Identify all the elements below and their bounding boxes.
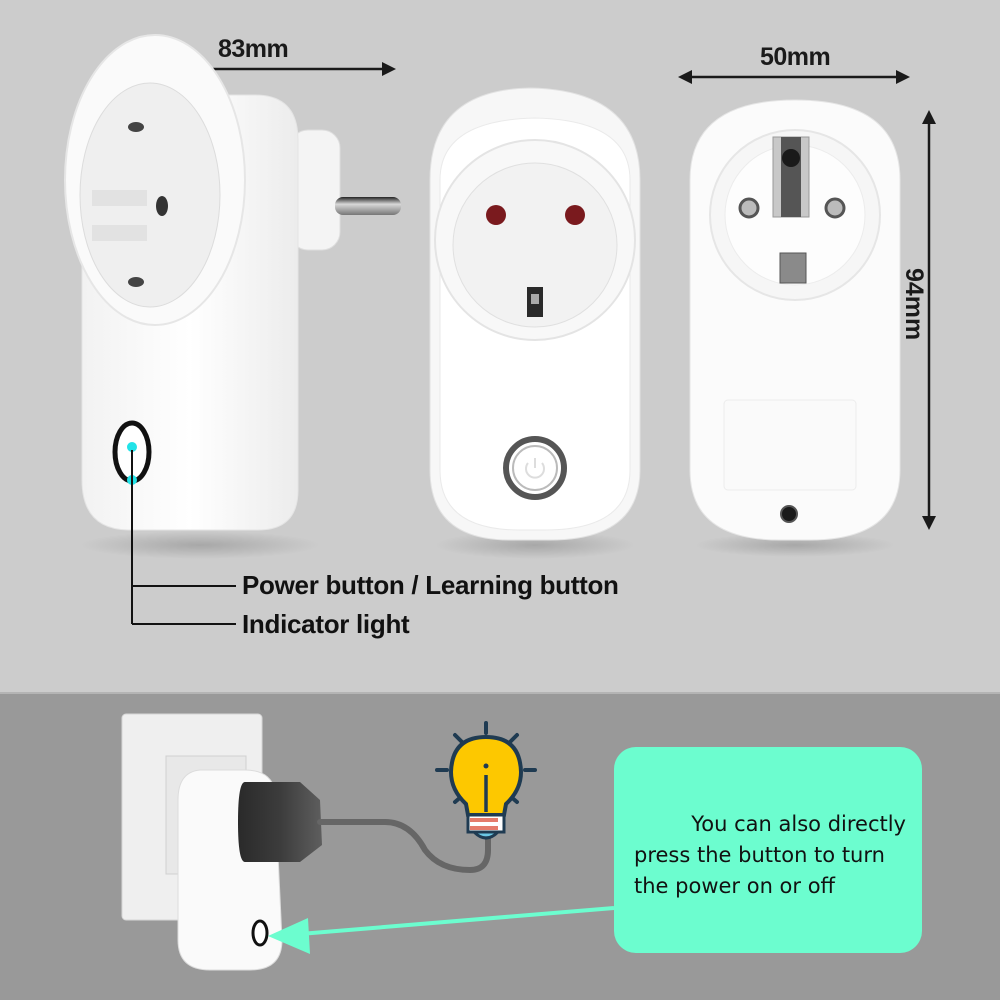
power-cord xyxy=(317,819,491,874)
dimension-width-back: 50mm xyxy=(760,43,831,71)
light-bulb-icon xyxy=(435,721,537,840)
plug-front-view xyxy=(429,87,641,559)
callout-lines xyxy=(131,450,236,625)
note-line-2: press the button to turn xyxy=(634,843,885,867)
dimension-arrow-94mm xyxy=(922,110,936,530)
info-note-text: You can also directly press the button t… xyxy=(634,809,906,902)
callout-indicator-light: Indicator light xyxy=(242,609,410,639)
dimension-height: 94mm xyxy=(900,268,928,341)
note-line-3: the power on or off xyxy=(634,874,836,898)
note-line-1: You can also directly xyxy=(691,812,906,836)
plug-side-view xyxy=(64,34,401,559)
power-button-icon xyxy=(525,458,545,479)
plug-back-view xyxy=(689,99,901,557)
dimension-arrow-50mm xyxy=(678,70,910,84)
info-note: You can also directly press the button t… xyxy=(614,747,922,953)
callout-power-button: Power button / Learning button xyxy=(242,570,619,600)
smart-plug-in-socket xyxy=(177,769,322,971)
dimension-width-side: 83mm xyxy=(218,35,289,63)
pointer-arrow xyxy=(268,906,615,954)
